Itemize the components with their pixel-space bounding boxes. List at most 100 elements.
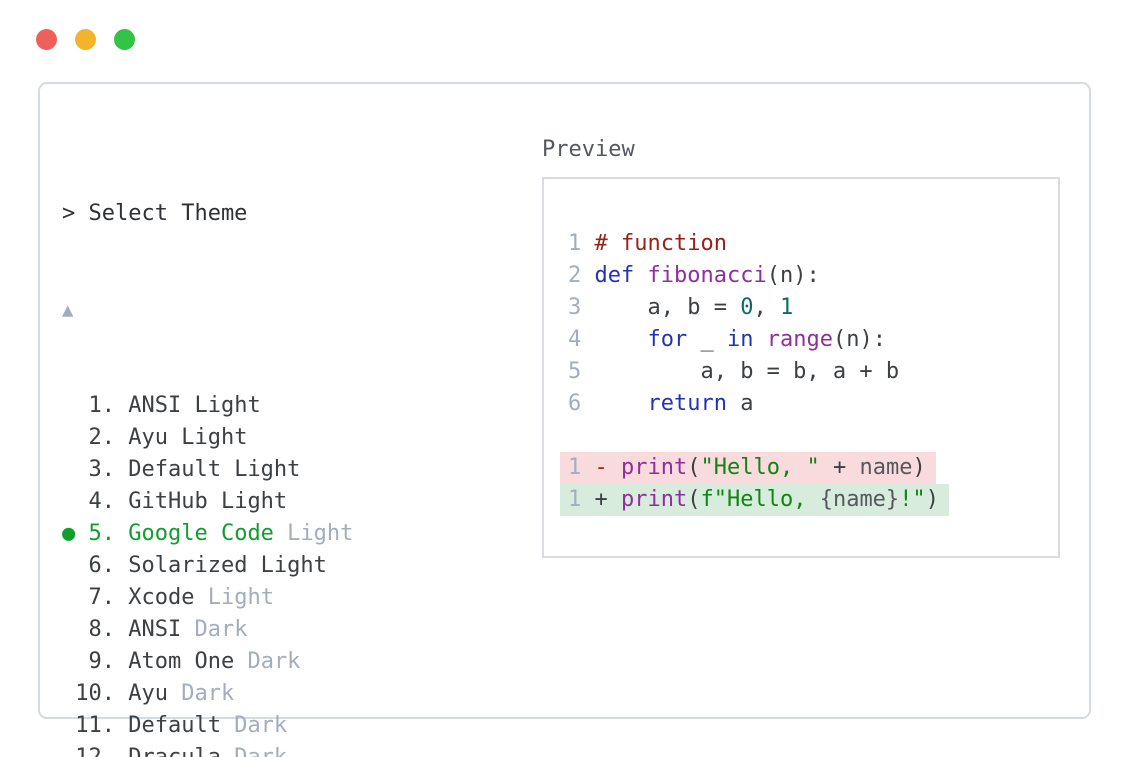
theme-selector: > Select Theme ▲ 1. ANSI Light 2. Ayu Li… — [62, 134, 843, 757]
code-token: def — [594, 263, 635, 288]
theme-item-7[interactable]: 7. Xcode Light — [62, 582, 843, 614]
code-token: a, b = b, a + b — [594, 359, 900, 384]
line-number: 3 — [568, 295, 595, 320]
theme-name: Atom One — [128, 649, 235, 674]
code-token: ( — [687, 455, 701, 480]
theme-name: Xcode — [128, 585, 195, 610]
line-number: 2 — [568, 263, 595, 288]
bullet-gutter — [62, 585, 75, 610]
theme-name: Solarized Light — [128, 553, 327, 578]
scroll-up-icon[interactable]: ▲ — [62, 299, 74, 321]
bullet-gutter — [62, 457, 75, 482]
theme-number: 2. — [75, 425, 129, 450]
theme-item-5[interactable]: ● 5. Google Code Light — [62, 518, 843, 550]
theme-item-1[interactable]: 1. ANSI Light — [62, 390, 843, 422]
code-token: "Hello, " — [700, 455, 820, 480]
code-token: a — [726, 391, 754, 416]
theme-name: Dark — [181, 617, 248, 642]
theme-number: 1. — [75, 393, 129, 418]
code-token — [595, 391, 648, 416]
code-token: + — [594, 487, 621, 512]
selected-bullet-icon: ● — [62, 521, 76, 546]
code-token: !" — [899, 487, 926, 512]
theme-name: Google Code — [128, 521, 274, 546]
theme-picker-panel: > Select Theme ▲ 1. ANSI Light 2. Ayu Li… — [38, 82, 1091, 757]
theme-name: Dark — [167, 681, 235, 706]
preview-title: Preview — [542, 137, 635, 162]
theme-number: 11. — [75, 713, 129, 738]
code-token: for — [647, 327, 688, 352]
theme-name: Dracula — [128, 745, 221, 757]
theme-name: GitHub Light — [128, 489, 288, 514]
code-token: 1 — [779, 295, 794, 320]
theme-item-3[interactable]: 3. Default Light — [62, 454, 843, 486]
blank-line — [568, 420, 1058, 452]
line-number: 1 — [568, 231, 595, 256]
code-token: + — [819, 455, 860, 480]
bullet-gutter — [62, 393, 75, 418]
code-token: print — [621, 455, 688, 480]
theme-number: 10. — [75, 681, 129, 706]
bullet-gutter — [62, 617, 75, 642]
theme-number: 5. — [75, 521, 129, 546]
code-line: 4 for _ in range(n): — [568, 324, 1058, 356]
bullet-gutter — [62, 649, 75, 674]
code-token: print — [621, 487, 688, 512]
code-token: name — [859, 455, 913, 480]
code-token — [595, 327, 648, 352]
code-token: ( — [687, 487, 701, 512]
theme-number: 4. — [75, 489, 129, 514]
window-controls — [36, 29, 153, 50]
diff-highlight-removed: 1 - print("Hello, " + name) — [560, 452, 936, 484]
code-line: 6 return a — [568, 388, 1058, 420]
bullet-gutter — [62, 553, 75, 578]
code-token: 0 — [740, 295, 754, 320]
theme-name: ANSI Light — [128, 393, 261, 418]
code-line: 1 # function — [568, 228, 1058, 260]
code-token: in — [726, 327, 754, 352]
code-token: {name} — [819, 487, 900, 512]
code-token: (n): — [832, 327, 886, 352]
minimize-button[interactable] — [75, 29, 96, 50]
theme-number: 8. — [75, 617, 129, 642]
code-token: , — [753, 295, 780, 320]
theme-number: 6. — [75, 553, 129, 578]
zoom-button[interactable] — [114, 29, 135, 50]
theme-item-10[interactable]: 10. Ayu Dark — [62, 678, 843, 710]
code-token — [634, 263, 647, 288]
theme-item-8[interactable]: 8. ANSI Dark — [62, 614, 843, 646]
close-button[interactable] — [36, 29, 57, 50]
theme-item-9[interactable]: 9. Atom One Dark — [62, 646, 843, 678]
theme-name: Dark — [221, 745, 287, 757]
theme-name: Light — [273, 521, 354, 546]
code-token: a, b = — [594, 295, 741, 320]
bullet-gutter — [62, 425, 75, 450]
bullet-gutter — [62, 489, 75, 514]
theme-item-6[interactable]: 6. Solarized Light — [62, 550, 843, 582]
diff-line-added: 1 + print(f"Hello, {name}!") — [560, 484, 1058, 516]
theme-item-4[interactable]: 4. GitHub Light — [62, 486, 843, 518]
theme-item-2[interactable]: 2. Ayu Light — [62, 422, 843, 454]
diff-highlight-added: 1 + print(f"Hello, {name}!") — [560, 484, 949, 516]
theme-item-12[interactable]: 12. Dracula Dark — [62, 742, 843, 757]
theme-number: 3. — [75, 457, 129, 482]
line-number: 1 — [568, 455, 595, 480]
theme-item-11[interactable]: 11. Default Dark — [62, 710, 843, 742]
theme-name: Default — [128, 713, 221, 738]
theme-name: Light — [194, 585, 274, 610]
theme-number: 7. — [75, 585, 129, 610]
theme-number: 12. — [75, 745, 128, 757]
theme-name: Dark — [234, 649, 301, 674]
code-token: ) — [925, 487, 939, 512]
code-token — [753, 327, 766, 352]
code-token: _ — [687, 327, 727, 352]
theme-name: Ayu — [128, 681, 168, 706]
theme-name: ANSI — [128, 617, 182, 642]
line-number: 4 — [568, 327, 595, 352]
line-number: 1 — [568, 487, 595, 512]
code-line: 5 a, b = b, a + b — [568, 356, 1058, 388]
